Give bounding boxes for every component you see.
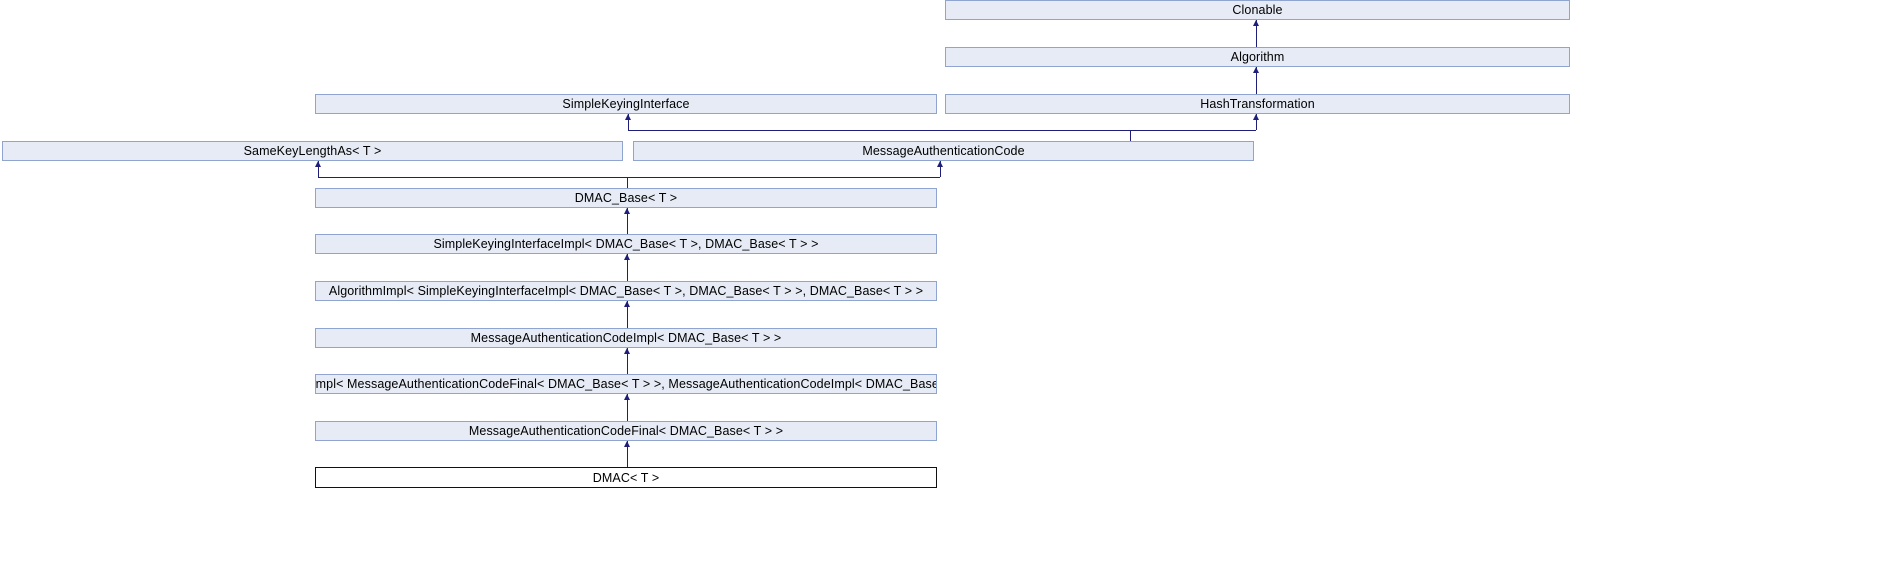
class-node-simplekeyinginterfaceimpl[interactable]: SimpleKeyingInterfaceImpl< DMAC_Base< T …: [315, 234, 937, 254]
inheritance-edge: [1256, 114, 1257, 130]
inheritance-edge: [627, 348, 628, 374]
class-node-label: SameKeyLengthAs< T >: [243, 144, 382, 158]
class-node-messageauthenticationcode[interactable]: MessageAuthenticationCode: [633, 141, 1254, 161]
inheritance-arrowhead: [624, 254, 630, 260]
inheritance-arrowhead: [1253, 114, 1259, 120]
inheritance-arrowhead: [624, 441, 630, 447]
class-node-samekeylengthas[interactable]: SameKeyLengthAs< T >: [2, 141, 623, 161]
class-node-simplekeyinginterface[interactable]: SimpleKeyingInterface: [315, 94, 937, 114]
class-node-label: MessageAuthenticationCodeFinal< DMAC_Bas…: [468, 424, 784, 438]
class-node-label: Algorithm: [1230, 50, 1285, 64]
class-node-label: SimpleKeyingInterfaceImpl< DMAC_Base< T …: [433, 237, 819, 251]
inheritance-edge: [318, 177, 627, 178]
inheritance-arrowhead: [1253, 67, 1259, 73]
inheritance-edge: [627, 177, 940, 178]
class-node-label: ClonableImpl< MessageAuthenticationCodeF…: [315, 377, 936, 391]
inheritance-edge: [627, 177, 628, 188]
class-node-dmac_base[interactable]: DMAC_Base< T >: [315, 188, 937, 208]
class-node-clonableimpl[interactable]: ClonableImpl< MessageAuthenticationCodeF…: [315, 374, 937, 394]
class-node-messageauthenticationcodeimpl[interactable]: MessageAuthenticationCodeImpl< DMAC_Base…: [315, 328, 937, 348]
class-node-label: DMAC_Base< T >: [574, 191, 678, 205]
inheritance-arrowhead: [315, 161, 321, 167]
class-node-dmac[interactable]: DMAC< T >: [315, 467, 937, 488]
inheritance-edge: [628, 130, 1130, 131]
class-node-label: MessageAuthenticationCode: [862, 144, 1025, 158]
class-node-label: MessageAuthenticationCodeImpl< DMAC_Base…: [470, 331, 782, 345]
inheritance-edge: [1256, 20, 1257, 47]
inheritance-arrowhead: [624, 394, 630, 400]
class-node-algorithmimpl[interactable]: AlgorithmImpl< SimpleKeyingInterfaceImpl…: [315, 281, 937, 301]
inheritance-arrowhead: [625, 114, 631, 120]
inheritance-edge: [1130, 130, 1256, 131]
class-node-messageauthenticationcodefinal[interactable]: MessageAuthenticationCodeFinal< DMAC_Bas…: [315, 421, 937, 441]
class-node-label: AlgorithmImpl< SimpleKeyingInterfaceImpl…: [328, 284, 924, 298]
inheritance-edge: [627, 394, 628, 421]
inheritance-arrowhead: [624, 348, 630, 354]
class-node-label: HashTransformation: [1200, 97, 1315, 111]
class-node-algorithm[interactable]: Algorithm: [945, 47, 1570, 67]
inheritance-edge: [1256, 67, 1257, 94]
inheritance-edge: [627, 208, 628, 234]
inheritance-arrowhead: [1253, 20, 1259, 26]
inheritance-edge: [940, 161, 941, 177]
inheritance-edge: [627, 254, 628, 281]
class-node-label: SimpleKeyingInterface: [562, 97, 690, 111]
inheritance-edge: [627, 301, 628, 328]
inheritance-arrowhead: [937, 161, 943, 167]
inheritance-edge: [627, 441, 628, 467]
class-node-hashtransformation[interactable]: HashTransformation: [945, 94, 1570, 114]
inheritance-edge: [1130, 130, 1131, 141]
inheritance-edge: [318, 161, 319, 177]
inheritance-edge: [628, 114, 629, 130]
inheritance-arrowhead: [624, 208, 630, 214]
class-node-label: DMAC< T >: [592, 470, 660, 485]
inheritance-arrowhead: [624, 301, 630, 307]
class-node-clonable[interactable]: Clonable: [945, 0, 1570, 20]
class-node-label: Clonable: [1232, 3, 1283, 17]
